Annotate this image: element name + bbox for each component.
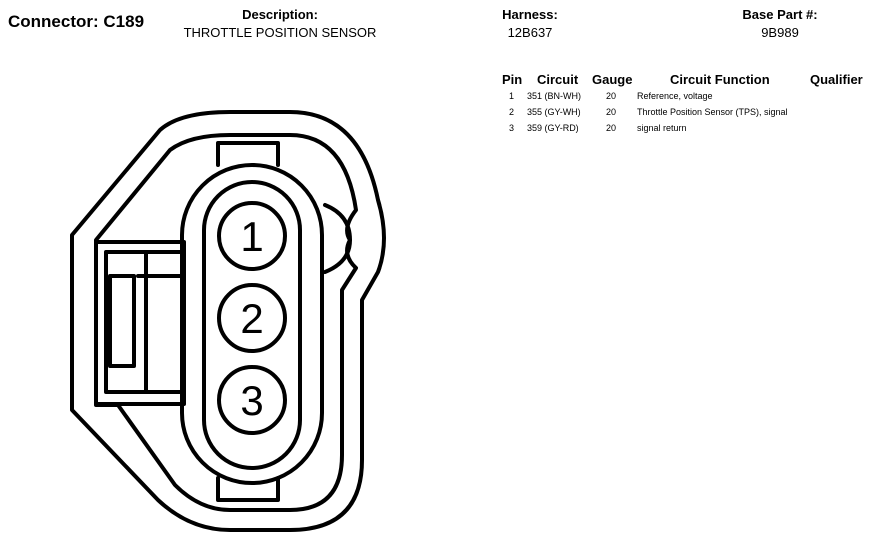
harness-label: Harness: xyxy=(502,7,558,22)
row-1-circuit: 351 (BN-WH) xyxy=(527,91,582,101)
pin-1-circle xyxy=(217,201,287,271)
row-3-pin: 3 xyxy=(509,123,515,133)
pin-2-label: 2 xyxy=(240,295,263,342)
row-1-gauge: 20 xyxy=(606,91,617,101)
row-1-pin: 1 xyxy=(509,91,515,101)
pin-1-label: 1 xyxy=(240,213,263,260)
pin-3-label: 3 xyxy=(240,377,263,424)
pin-3-circle xyxy=(217,365,287,435)
latch-notch xyxy=(323,203,352,274)
row-1-function: Reference, voltage xyxy=(637,91,713,101)
pin-2-circle xyxy=(217,283,287,353)
locking-tab-slot-left xyxy=(108,274,136,368)
col-header-pin: Pin xyxy=(502,72,523,87)
col-header-function: Circuit Function xyxy=(670,72,770,87)
key-tab-top xyxy=(216,141,280,167)
description-label: Description: xyxy=(242,7,318,22)
row-3-circuit: 359 (GY-RD) xyxy=(527,123,579,133)
row-2-pin: 2 xyxy=(509,107,515,117)
base-part-label: Base Part #: xyxy=(742,7,818,22)
harness-value: 12B637 xyxy=(507,25,553,40)
description-value: THROTTLE POSITION SENSOR xyxy=(183,25,377,40)
row-2-gauge: 20 xyxy=(606,107,617,117)
col-header-qualifier: Qualifier xyxy=(810,72,863,87)
connector-title: Connector: C189 xyxy=(8,12,145,31)
key-tab-bottom xyxy=(216,476,280,502)
cavity-inner xyxy=(202,180,302,470)
row-3-function: signal return xyxy=(637,123,687,133)
row-3-gauge: 20 xyxy=(606,123,617,133)
col-header-circuit: Circuit xyxy=(537,72,579,87)
cavity-outer xyxy=(180,163,324,485)
col-header-gauge: Gauge xyxy=(592,72,633,87)
base-part-value: 9B989 xyxy=(761,25,799,40)
housing-outer-outline xyxy=(70,110,386,532)
row-2-function: Throttle Position Sensor (TPS), signal xyxy=(637,107,788,117)
row-2-circuit: 355 (GY-WH) xyxy=(527,107,581,117)
